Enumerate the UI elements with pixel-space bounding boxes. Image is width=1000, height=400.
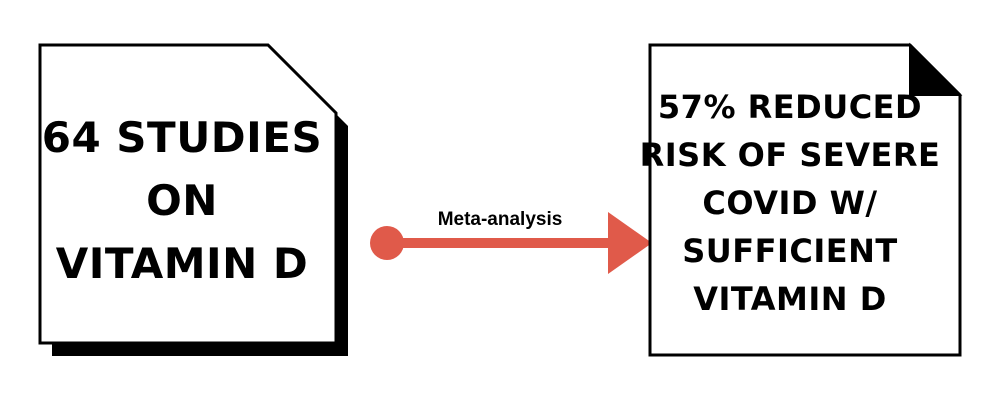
left-document-line-2: ON xyxy=(146,176,218,225)
left-document-page xyxy=(38,43,338,345)
right-document-line-2: RISK OF SEVERE xyxy=(640,136,941,174)
left-document: 64 STUDIES ON VITAMIN D xyxy=(38,43,348,356)
right-document-line-1: 57% REDUCED xyxy=(658,88,922,126)
meta-analysis-connector: Meta-analysis xyxy=(370,209,652,274)
right-document-folded-corner xyxy=(909,42,963,96)
right-document-line-5: VITAMIN D xyxy=(693,280,887,318)
connector-label: Meta-analysis xyxy=(438,209,563,230)
right-document-line-4: SUFFICIENT xyxy=(682,232,898,270)
left-document-line-3: VITAMIN D xyxy=(56,239,309,288)
right-document-page xyxy=(648,43,962,357)
right-document: 57% REDUCED RISK OF SEVERE COVID W/ SUFF… xyxy=(640,42,963,357)
connector-arrowhead xyxy=(608,212,652,274)
left-document-line-1: 64 STUDIES xyxy=(42,113,323,162)
right-document-line-3: COVID W/ xyxy=(702,184,877,222)
connector-shaft xyxy=(387,238,615,248)
